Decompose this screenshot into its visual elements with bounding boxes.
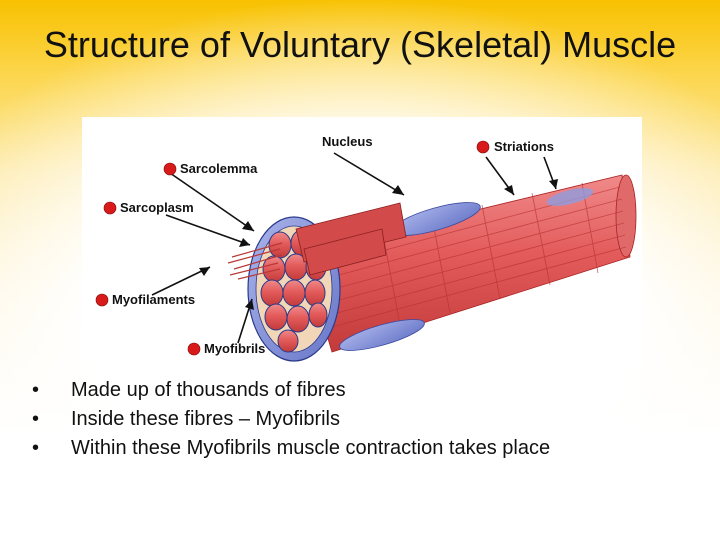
bullet-item: • Made up of thousands of fibres <box>24 376 704 405</box>
label-sarcoplasm: Sarcoplasm <box>120 200 194 215</box>
slide-title: Structure of Voluntary (Skeletal) Muscle <box>43 24 677 65</box>
bullet-list: • Made up of thousands of fibres • Insid… <box>24 376 704 463</box>
label-striations: Striations <box>494 139 554 154</box>
muscle-diagram: Nucleus Striations Sarcolemma Sarcoplasm… <box>82 117 642 365</box>
bullet-text: Within these Myofibrils muscle contracti… <box>71 437 551 459</box>
bullet-text: Inside these fibres – Myofibrils <box>71 408 341 430</box>
label-sarcolemma: Sarcolemma <box>180 161 258 176</box>
label-nucleus: Nucleus <box>322 134 373 149</box>
label-myofilaments: Myofilaments <box>112 292 196 307</box>
bullet-glyph: • <box>32 379 40 401</box>
bullet-glyph: • <box>32 408 40 430</box>
bullet-text: Made up of thousands of fibres <box>71 379 346 401</box>
bullet-item: • Inside these fibres – Myofibrils <box>24 405 704 434</box>
bullet-item: • Within these Myofibrils muscle contrac… <box>24 434 704 463</box>
label-myofibrils: Myofibrils <box>204 341 266 356</box>
bullet-glyph: • <box>32 437 40 459</box>
muscle-illustration <box>95 140 637 362</box>
